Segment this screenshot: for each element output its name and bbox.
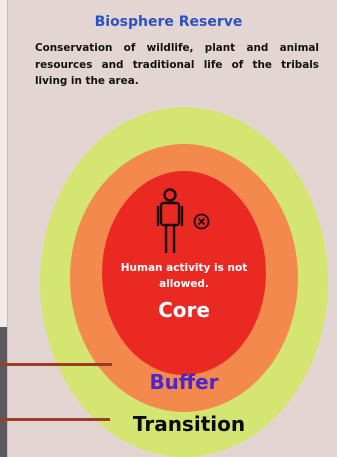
buffer-zone-label: Buffer <box>149 370 219 394</box>
transition-zone-label: Transition <box>132 412 246 436</box>
diagram-title: Biosphere Reserve <box>94 14 243 30</box>
person-icon <box>156 188 184 253</box>
left-edge-dark-panel <box>0 327 9 457</box>
core-zone-note: Human activity is not allowed. <box>120 262 248 290</box>
core-zone-label: Core <box>158 298 210 322</box>
diagram-description: Conservation of wildlife, plant and anim… <box>35 42 319 87</box>
core-zone <box>102 171 266 375</box>
left-edge-strip <box>0 0 7 457</box>
transition-pointer-line <box>0 418 110 421</box>
buffer-pointer-line <box>0 363 112 366</box>
prohibited-icon <box>193 213 210 230</box>
